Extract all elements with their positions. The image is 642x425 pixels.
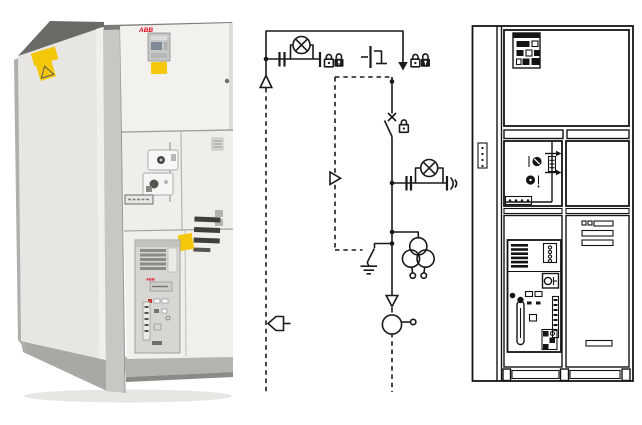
module-vents bbox=[140, 249, 166, 270]
compartment-seam bbox=[121, 129, 234, 133]
module-window bbox=[542, 242, 558, 264]
small-vent-grid-top bbox=[211, 137, 224, 151]
bottom-right-compartment bbox=[565, 214, 630, 368]
warning-label bbox=[177, 232, 195, 252]
ventilation-louvres-drawing bbox=[581, 220, 614, 347]
breaker-compartment: ABB bbox=[123, 216, 234, 359]
padlock-open bbox=[323, 53, 335, 68]
selector bbox=[528, 313, 538, 322]
mechanism-controls bbox=[504, 141, 562, 206]
actuator-lower bbox=[142, 172, 174, 196]
hinge-pillar bbox=[103, 25, 125, 393]
load-break-switch bbox=[383, 112, 397, 137]
padlock-open bbox=[410, 53, 421, 68]
side-panel bbox=[477, 26, 503, 381]
interlock-direction-triangle bbox=[329, 170, 343, 186]
vt-terminal bbox=[409, 272, 417, 280]
charging-lever bbox=[516, 296, 525, 346]
cabinet-roof-edge bbox=[18, 21, 104, 56]
mechanism-indicator-arrows bbox=[545, 150, 562, 176]
small-vent-grid-bottom bbox=[215, 210, 223, 226]
indicator-slot bbox=[504, 195, 533, 206]
feeder-direction-arrow bbox=[258, 59, 274, 89]
module-gauge bbox=[142, 301, 151, 341]
protection-relay bbox=[147, 32, 171, 62]
padlock-closed bbox=[334, 53, 344, 67]
main-feeder bbox=[383, 77, 410, 295]
abb-logo-small: ABB bbox=[145, 277, 155, 282]
earthing-contact bbox=[361, 46, 387, 68]
earth-electrode bbox=[360, 265, 377, 275]
door-split bbox=[180, 131, 183, 231]
voltage-indicator-busbar bbox=[266, 35, 322, 67]
busbar-connection bbox=[263, 30, 408, 71]
voltage-indicator-cable bbox=[392, 158, 458, 191]
single-line-diagram bbox=[258, 30, 458, 392]
abb-logo: ABB bbox=[138, 27, 153, 34]
busbar-arrow-down bbox=[398, 62, 408, 71]
divider-strip-lower bbox=[503, 207, 630, 215]
door-split bbox=[184, 229, 187, 357]
breaker-compartment-door bbox=[503, 214, 563, 368]
operating-mechanism-panel bbox=[503, 140, 563, 207]
warning-label bbox=[150, 61, 168, 75]
nameplate bbox=[124, 194, 154, 205]
enclosure-outline bbox=[471, 25, 634, 382]
front-elevation-drawing bbox=[471, 25, 634, 382]
cabinet-base bbox=[21, 341, 233, 391]
vt-terminal bbox=[420, 272, 428, 280]
padlock-open bbox=[398, 119, 410, 134]
base-plinth bbox=[502, 368, 631, 382]
actuator-upper bbox=[147, 149, 179, 171]
floor-shadow bbox=[24, 389, 232, 403]
voltage-transformer bbox=[392, 231, 436, 280]
top-compartment-door bbox=[503, 29, 630, 127]
cable-termination bbox=[381, 294, 417, 392]
control-plug bbox=[266, 315, 291, 332]
protection-relay bbox=[512, 32, 541, 69]
left-door bbox=[14, 27, 113, 360]
hinge-strip bbox=[477, 142, 488, 169]
test-point bbox=[409, 318, 417, 326]
ventilation-louvres bbox=[193, 216, 221, 253]
capacitor-plates bbox=[405, 176, 413, 191]
mechanism-doors bbox=[122, 131, 233, 231]
relay-compartment: ABB bbox=[104, 22, 234, 133]
cable-direction-arrow bbox=[384, 294, 400, 309]
warning-label bbox=[30, 46, 59, 67]
capacitor-plates bbox=[278, 52, 286, 67]
product-photo: ABB bbox=[14, 21, 234, 403]
warning-triangle-label bbox=[36, 61, 56, 81]
withdrawable-breaker-module: ABB bbox=[134, 239, 181, 354]
pushbutton bbox=[509, 292, 516, 299]
divider-strip-upper bbox=[503, 129, 630, 140]
button bbox=[524, 290, 534, 298]
termination-circle bbox=[381, 314, 403, 335]
operations-counter bbox=[541, 272, 560, 289]
interlock-linkage-frame bbox=[329, 76, 392, 251]
mid-right-compartment bbox=[565, 140, 630, 207]
red-indicator bbox=[148, 299, 152, 303]
circuit-breaker-module bbox=[506, 239, 562, 353]
door-lock bbox=[224, 78, 230, 84]
padlock-closed bbox=[421, 53, 430, 67]
module-vents bbox=[511, 244, 528, 268]
button bbox=[534, 290, 543, 298]
pillar-shadow-line bbox=[119, 24, 126, 394]
earthing-switch bbox=[360, 242, 392, 275]
corner-pattern-block bbox=[541, 328, 558, 351]
